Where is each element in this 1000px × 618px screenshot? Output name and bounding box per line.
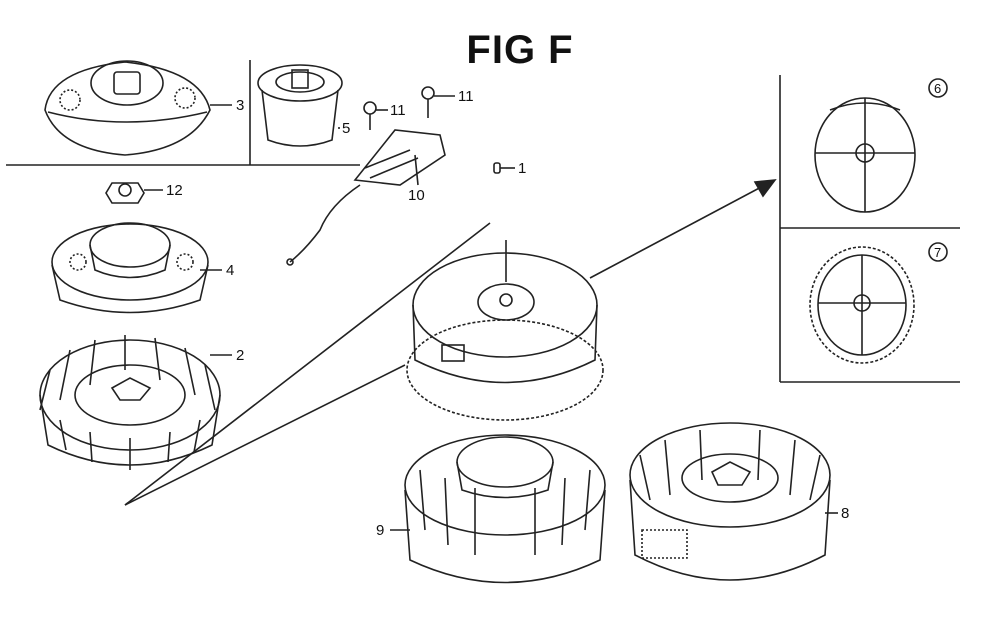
callout-4: 4: [226, 262, 234, 279]
callout-5: 5: [342, 120, 350, 137]
callout-7: 7: [934, 245, 941, 260]
callout-12: 12: [166, 182, 183, 199]
part-7-detail: [809, 242, 948, 364]
callout-7-circle: [928, 242, 948, 262]
callout-11-b: 11: [458, 88, 474, 105]
callout-2: 2: [236, 347, 244, 364]
part-3-cap: [44, 60, 211, 156]
flywheel-ring-gear: [406, 240, 604, 421]
leader-line: [124, 222, 491, 506]
callout-6-circle: [928, 78, 948, 98]
leader-line: [414, 154, 419, 186]
part-11-bolt-b: [421, 86, 435, 118]
part-6-detail: [814, 78, 948, 213]
callout-3: 3: [236, 97, 244, 114]
detail-arrow: [589, 179, 777, 279]
callout-10: 10: [408, 187, 425, 204]
part-5-cup: [257, 64, 343, 147]
callout-11-a: 11: [390, 102, 406, 119]
part-12-nut: [105, 182, 145, 204]
part-10-ignition-coil: [286, 129, 446, 266]
part-11-bolt-a: [363, 101, 377, 130]
part-2-fan: [39, 335, 221, 470]
callout-6: 6: [934, 81, 941, 96]
leader-line: [124, 364, 406, 506]
callout-9: 9: [376, 522, 384, 539]
figure-title: FIG F: [466, 28, 574, 72]
part-1-key: [493, 162, 501, 174]
part-4-pulley: [51, 222, 209, 314]
part-9-flywheel: [404, 434, 606, 584]
part-8-fan: [629, 422, 831, 581]
callout-8: 8: [841, 505, 849, 522]
callout-1: 1: [518, 160, 526, 177]
